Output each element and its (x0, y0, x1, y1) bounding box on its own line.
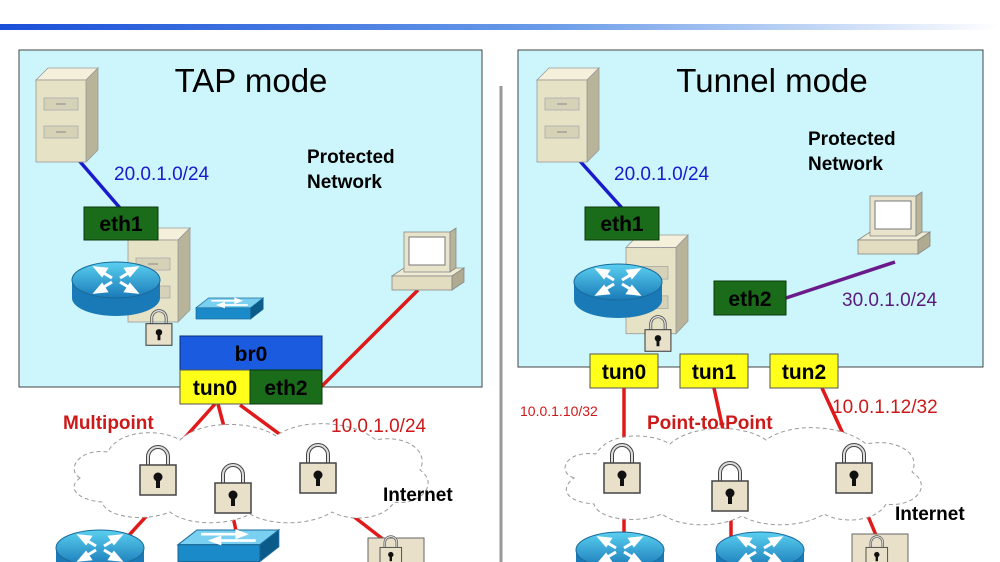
iface-tun0: tun0 (179, 369, 251, 405)
tun0-address-label: 10.0.1.10/32 (520, 403, 598, 419)
link-eth2-right (785, 260, 896, 300)
protected-network-line1: Protected (808, 129, 896, 150)
iface-eth1: eth1 (83, 206, 159, 241)
tun2-address-label: 10.0.1.12/32 (832, 397, 938, 418)
header-bar (0, 24, 1000, 30)
iface-tun0: tun0 (589, 353, 659, 389)
iface-tun0-label: tun0 (193, 377, 237, 400)
iface-tun2-label: tun2 (782, 361, 826, 384)
switch-icon (195, 297, 265, 320)
subnet-eth1-label: 20.0.1.0/24 (114, 164, 210, 185)
protected-network-line2: Network (307, 172, 382, 193)
server-icon (536, 67, 600, 163)
left-panel-tap-mode: TAP mode eth1 (18, 49, 483, 562)
iface-tun0-label: tun0 (602, 361, 646, 384)
point-to-point-label: Point-to-Point (647, 413, 773, 434)
iface-eth1-label: eth1 (600, 213, 644, 236)
iface-br0: br0 (179, 335, 323, 371)
internet-label: Internet (383, 485, 453, 506)
multipoint-label: Multipoint (63, 413, 154, 434)
iface-tun1: tun1 (679, 353, 749, 389)
router-icon (70, 260, 162, 318)
protected-network-line1: Protected (307, 147, 395, 168)
tap-panel-title: TAP mode (175, 62, 328, 99)
subnet-eth2-label: 30.0.1.0/24 (842, 290, 938, 311)
iface-eth2: eth2 (713, 280, 787, 316)
iface-eth2-label: eth2 (264, 377, 307, 400)
iface-tun1-label: tun1 (692, 361, 737, 384)
iface-br0-label: br0 (235, 343, 268, 366)
switch-icon (176, 528, 281, 562)
subnet-tunnel-label: 10.0.1.0/24 (331, 416, 427, 437)
subnet-eth1-label: 20.0.1.0/24 (614, 164, 710, 185)
iface-eth2: eth2 (249, 369, 323, 405)
router-icon (572, 262, 664, 320)
pc-lock-icon (367, 535, 425, 562)
iface-eth1-label: eth1 (99, 213, 143, 236)
server-icon (35, 67, 99, 163)
router-icon (54, 528, 146, 562)
internet-label: Internet (895, 504, 965, 525)
iface-tun2: tun2 (769, 353, 839, 389)
iface-eth2-label: eth2 (728, 288, 771, 311)
router-icon (714, 530, 806, 562)
pc-lock-icon (851, 533, 909, 562)
protected-network-line2: Network (808, 154, 883, 175)
link-eth2-left (320, 288, 420, 388)
right-panel-tunnel-mode: Tunnel mode eth1 (517, 49, 984, 562)
router-icon (574, 530, 666, 562)
internet-cloud-right (564, 427, 922, 526)
tunnel-panel-title: Tunnel mode (676, 62, 867, 99)
iface-eth1: eth1 (584, 206, 660, 241)
